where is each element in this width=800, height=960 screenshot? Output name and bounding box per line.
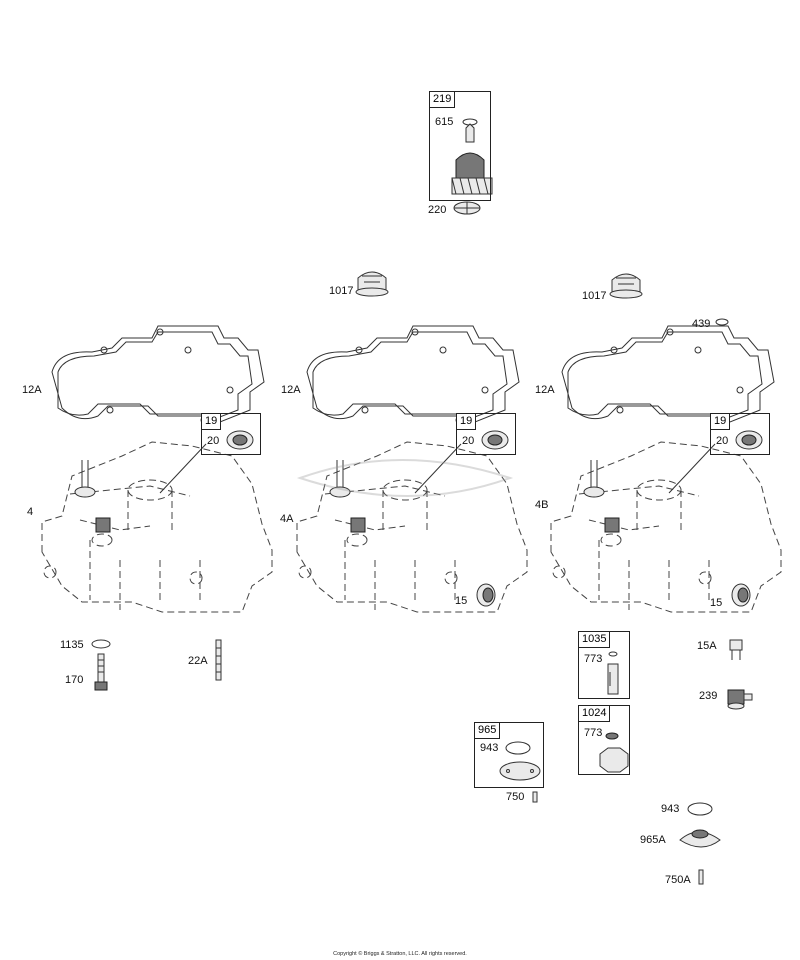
o-ring-943-b <box>687 802 713 816</box>
callout-20-right: 20 <box>716 435 729 447</box>
callout-239: 239 <box>699 690 718 702</box>
screw-170 <box>94 653 108 691</box>
crankcase-4B <box>550 441 782 613</box>
cover-plate-965A <box>679 829 721 848</box>
watermark-logo <box>296 459 514 497</box>
callout-615: 615 <box>435 116 454 128</box>
gasket-left <box>51 325 265 424</box>
callout-12A-middle: 12A <box>281 384 301 396</box>
kit-box-19-right: 19 <box>710 413 770 455</box>
switch-239 <box>727 689 753 710</box>
callout-19-right: 19 <box>711 414 731 430</box>
callout-1135: 1135 <box>60 639 84 651</box>
oil-fill-cap-right <box>609 273 643 299</box>
kit-box-1024: 1024 <box>578 705 630 775</box>
callout-4B: 4B <box>535 499 549 511</box>
washer-1135 <box>91 639 111 649</box>
oil-pump-gear-assembly <box>451 118 493 215</box>
bolt-22A <box>215 639 222 681</box>
callout-943-b: 943 <box>661 803 680 815</box>
callout-773-a: 773 <box>584 653 603 665</box>
plug-15A <box>729 639 743 660</box>
callout-1024: 1024 <box>579 706 611 722</box>
o-ring-439 <box>715 318 729 326</box>
kit-box-1035: 1035 <box>578 631 630 699</box>
callout-4A: 4A <box>280 513 294 525</box>
oil-seal-right <box>735 430 763 450</box>
callout-219: 219 <box>430 92 456 108</box>
callout-20-left: 20 <box>207 435 220 447</box>
callout-20-middle: 20 <box>462 435 475 447</box>
callout-1017-right: 1017 <box>582 290 607 302</box>
oil-seal-middle <box>481 430 509 450</box>
gasket-middle <box>306 325 520 424</box>
callout-12A-right: 12A <box>535 384 555 396</box>
crankcase-4 <box>41 441 273 613</box>
shaft-773-a <box>607 651 619 695</box>
callout-15-middle: 15 <box>455 595 468 607</box>
kit-box-19-left: 19 <box>201 413 261 455</box>
nut-773-b <box>599 732 629 773</box>
callout-170: 170 <box>65 674 84 686</box>
copyright-notice: Copyright © Briggs & Stratton, LLC. All … <box>333 951 467 957</box>
callout-750: 750 <box>506 791 525 803</box>
callout-750A: 750A <box>665 874 691 886</box>
plug-15-middle <box>476 583 496 607</box>
callout-439: 439 <box>692 318 711 330</box>
kit-box-965: 965 <box>474 722 544 788</box>
callout-965A: 965A <box>640 834 666 846</box>
crankcase-4A <box>296 441 528 613</box>
oil-fill-cap-left <box>355 271 389 297</box>
callout-22A: 22A <box>188 655 208 667</box>
callout-19-left: 19 <box>202 414 222 430</box>
callout-1017-left: 1017 <box>329 285 354 297</box>
callout-773-b: 773 <box>584 727 603 739</box>
callout-15A: 15A <box>697 640 717 652</box>
cover-plate-965 <box>499 761 541 781</box>
callout-1035: 1035 <box>579 632 611 648</box>
oil-seal-left <box>226 430 254 450</box>
kit-box-219: 219 <box>429 91 491 201</box>
callout-12A-left: 12A <box>22 384 42 396</box>
callout-943-a: 943 <box>480 742 499 754</box>
o-ring-943-a <box>505 741 531 755</box>
gasket-right <box>561 325 775 424</box>
callout-965: 965 <box>475 723 501 739</box>
screw-750 <box>532 791 538 803</box>
screw-750A <box>698 869 704 885</box>
callout-220: 220 <box>428 204 447 216</box>
callout-15-right: 15 <box>710 597 723 609</box>
kit-box-19-middle: 19 <box>456 413 516 455</box>
callout-4: 4 <box>27 506 34 518</box>
callout-19-middle: 19 <box>457 414 477 430</box>
plug-15-right <box>731 583 751 607</box>
